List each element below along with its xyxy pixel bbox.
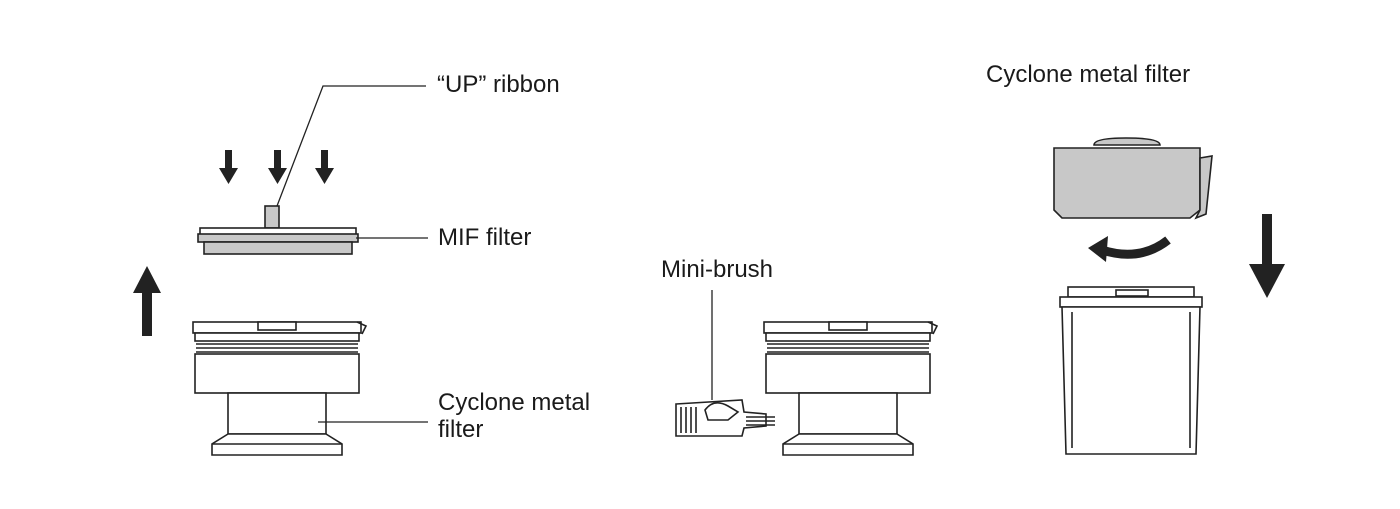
cyclone-filter-label-line2: filter	[438, 416, 484, 443]
arrow-down-icon	[268, 150, 287, 184]
arrow-down-icon	[219, 150, 238, 184]
mif-filter-part	[197, 205, 359, 255]
up-ribbon-label: “UP” ribbon	[437, 71, 560, 98]
cyclone-metal-filter-part	[1053, 137, 1213, 220]
panel-cyclone-filter	[1053, 137, 1285, 455]
cyclone-housing-part	[192, 321, 368, 456]
mif-filter-label: MIF filter	[438, 224, 532, 251]
mini-brush-part	[675, 399, 775, 437]
cyclone-housing-part	[763, 321, 939, 456]
panel-mini-brush	[675, 290, 939, 456]
cyclone-filter-label-line1: Cyclone metal	[438, 389, 591, 416]
mini-brush-label: Mini-brush	[661, 256, 774, 283]
arrow-down-icon	[1249, 214, 1285, 298]
panel-mif-filter	[133, 85, 428, 456]
arrow-down-icon	[315, 150, 334, 184]
dust-container-part	[1059, 286, 1203, 455]
arrow-up-icon	[133, 266, 161, 336]
rotate-arrow-icon	[1088, 236, 1171, 262]
cyclone-filter-top-label: Cyclone metal filter	[986, 61, 1191, 88]
